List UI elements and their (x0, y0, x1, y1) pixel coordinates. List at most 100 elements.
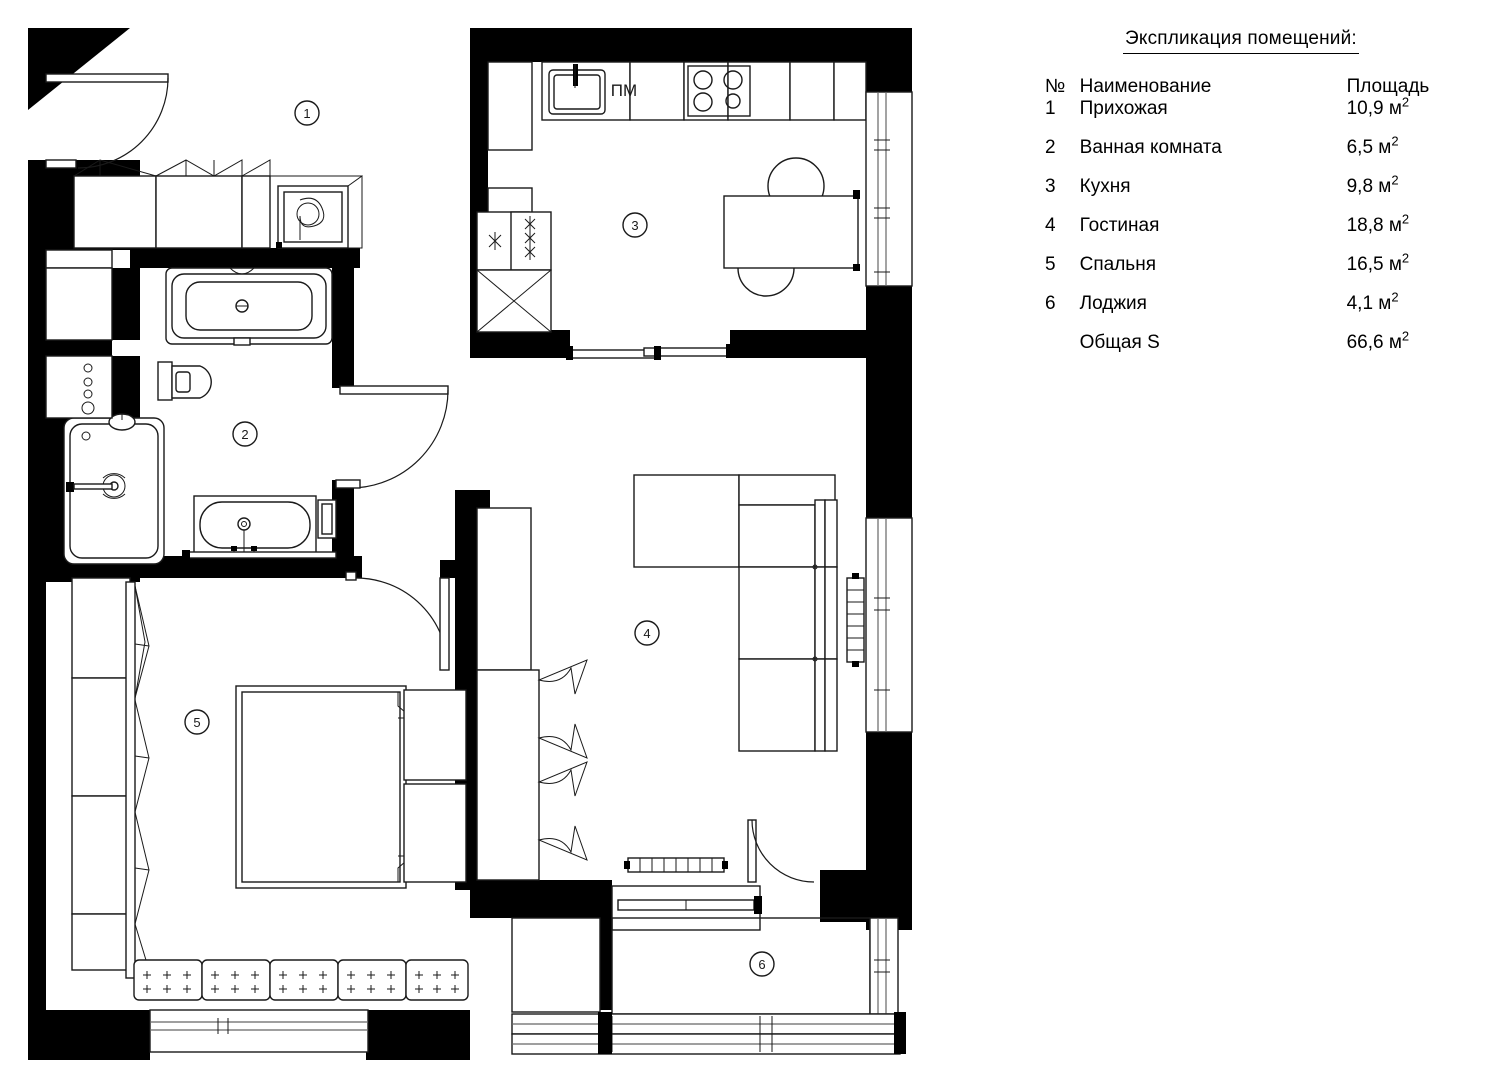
row-area-value: 6,5 м (1346, 137, 1392, 158)
room-marker-6: 6 (749, 951, 775, 977)
floor-plan-drawing: .w { fill:#000; } .f { fill:none; stroke… (28, 28, 913, 1060)
kitchen-sliding-doors[interactable] (566, 344, 733, 360)
row-area-value: 4,1 м (1346, 293, 1392, 314)
room-marker-3: 3 (622, 212, 648, 238)
hall-wardrobe (73, 159, 271, 249)
row-area: 6,5 м2 (1346, 133, 1475, 176)
column-header-area: Площадь (1346, 76, 1430, 97)
room-marker-1-label: 1 (303, 106, 310, 121)
table-header-row: № Наименование Площадь (1045, 76, 1475, 98)
bedroom-window (149, 1009, 369, 1053)
table-row: 1 Прихожая 10,9 м2 (1045, 94, 1475, 137)
room-loggia: 6 (511, 917, 906, 1055)
loggia-door[interactable] (747, 819, 815, 883)
bedroom-door[interactable] (345, 571, 450, 671)
planter-box (337, 959, 407, 1001)
bed (235, 685, 467, 889)
entry-door[interactable] (45, 73, 169, 169)
room-marker-5: 5 (184, 709, 210, 735)
row-area: 4,1 м2 (1346, 289, 1475, 332)
row-number: 5 (1045, 254, 1056, 275)
column-header-name: Наименование (1079, 76, 1212, 97)
row-area-value: 10,9 м (1346, 98, 1402, 119)
bathtub (165, 267, 333, 346)
room-marker-3-label: 3 (631, 218, 638, 233)
bathroom-door[interactable] (335, 385, 449, 489)
row-number: 3 (1045, 176, 1056, 197)
planter-box (269, 959, 339, 1001)
washbasin (182, 495, 337, 560)
room-living: 4 (476, 474, 913, 931)
planter-box (405, 959, 469, 1001)
column-header-number: № (1045, 76, 1066, 97)
sectional-sofa (633, 474, 838, 752)
row-name: Ванная комната (1079, 137, 1222, 158)
dishwasher-label: ПМ (611, 81, 637, 100)
room-schedule-table: № Наименование Площадь 1 Прихожая 10,9 м… (1045, 76, 1475, 371)
row-area: 10,9 м2 (1346, 94, 1475, 137)
kitchen-tall-units (476, 61, 552, 333)
room-marker-6-label: 6 (758, 957, 765, 972)
room-marker-5-label: 5 (193, 715, 200, 730)
row-area: 16,5 м2 (1347, 250, 1475, 293)
table-row: 2 Ванная комната 6,5 м2 (1045, 133, 1475, 176)
planter-box (133, 959, 203, 1001)
row-area: 9,8 м2 (1347, 172, 1475, 215)
freezer (510, 211, 552, 271)
room-marker-1: 1 (294, 100, 320, 126)
shower-tray (63, 413, 165, 565)
row-name: Спальня (1079, 254, 1156, 275)
floor-plan: .w { fill:#000; } .f { fill:none; stroke… (28, 28, 913, 1060)
row-name: Кухня (1079, 176, 1131, 197)
total-number (1045, 332, 1080, 371)
total-area: 66,6 м2 (1346, 328, 1475, 371)
table-row: 5 Спальня 16,5 м2 (1045, 250, 1475, 293)
bedroom-wardrobe (71, 577, 150, 979)
table-row: 3 Кухня 9,8 м2 (1045, 172, 1475, 215)
row-area-value: 18,8 м (1346, 215, 1402, 236)
loggia-partition (611, 885, 762, 931)
total-area-value: 66,6 м (1346, 332, 1402, 353)
room-hall: 1 (45, 73, 363, 249)
dining-set (723, 157, 860, 297)
row-number: 6 (1045, 293, 1056, 314)
kitchen-counter: ПМ (541, 61, 867, 121)
total-label: Общая S (1079, 332, 1160, 353)
room-marker-4: 4 (634, 620, 660, 646)
living-window (865, 517, 913, 733)
row-name: Лоджия (1079, 293, 1147, 314)
radiator-loggia-side (624, 857, 728, 873)
room-marker-4-label: 4 (643, 626, 650, 641)
row-area: 18,8 м2 (1346, 213, 1475, 254)
table-row: 4 Гостиная 18,8 м2 (1045, 213, 1475, 254)
tall-cabinet (476, 269, 552, 333)
table-row: 6 Лоджия 4,1 м2 (1045, 289, 1475, 332)
loggia-glazing-right (869, 917, 899, 1015)
row-number: 1 (1045, 98, 1056, 119)
room-marker-2-label: 2 (241, 427, 248, 442)
row-area-superscript: 2 (1391, 289, 1399, 305)
room-marker-2: 2 (232, 421, 258, 447)
kitchen-hob (687, 65, 751, 117)
row-area-superscript: 2 (1391, 133, 1399, 149)
room-schedule-title: Экспликация помещений: (1123, 28, 1359, 54)
hall-mirror-console (270, 175, 363, 249)
total-area-superscript: 2 (1401, 328, 1410, 344)
row-area-superscript: 2 (1401, 94, 1410, 110)
living-storage-unit (476, 507, 588, 881)
room-bedroom: 5 (71, 571, 469, 1053)
row-area-superscript: 2 (1391, 172, 1399, 188)
room-bathroom: 2 (45, 249, 449, 565)
planter-boxes (133, 959, 469, 1001)
row-name: Прихожая (1079, 98, 1168, 119)
radiator-living (846, 573, 865, 667)
toilet (157, 361, 212, 401)
kitchen-sink (548, 64, 606, 115)
room-schedule: Экспликация помещений: № Наименование Пл… (1045, 28, 1485, 371)
bifold-doors[interactable] (537, 659, 588, 861)
room-kitchen: ПМ (476, 61, 913, 360)
row-name: Гостиная (1079, 215, 1160, 236)
row-number: 4 (1045, 215, 1056, 236)
bath-wall-niches (45, 249, 113, 419)
row-area-superscript: 2 (1401, 250, 1410, 266)
